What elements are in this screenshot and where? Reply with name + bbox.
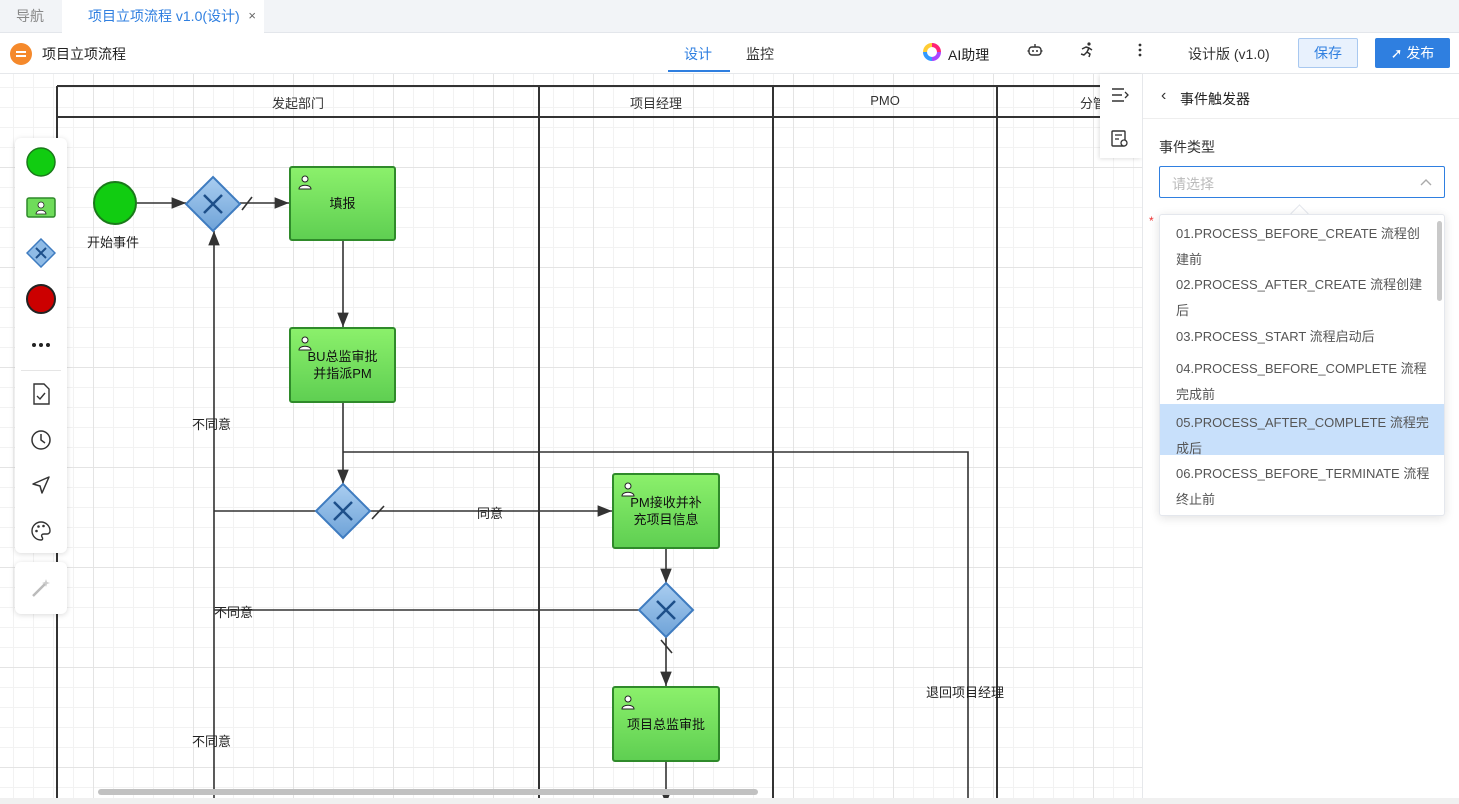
page-title: 项目立项流程 [42,46,126,62]
dropdown-option[interactable]: 03.PROCESS_START 流程启动后 [1176,329,1375,344]
send-icon: ➚ [1390,45,1407,61]
tab-label: 项目立项流程 v1.0(设计) [88,8,240,24]
palette-divider [21,370,61,371]
exclusive-gateway-1 [184,175,242,233]
task-label: 填报 [329,196,356,211]
run-icon[interactable] [1075,41,1099,65]
start-event-tool-icon[interactable] [25,146,57,178]
active-tab-indicator [668,70,730,72]
navigate-icon[interactable] [25,469,57,501]
task-pm-receive[interactable]: PM接收并补充项目信息 [612,473,720,549]
element-palette [15,138,67,553]
end-event-tool-icon[interactable] [25,283,57,315]
task-bu-approval[interactable]: BU总监审批并指派PM [289,327,396,403]
publish-button[interactable]: ➚ 发布 [1375,38,1450,68]
process-logo-icon [10,43,32,65]
flow-label: 同意 [477,506,504,521]
flow-label: 退回项目经理 [926,685,1005,700]
tab-nav[interactable]: 导航 [16,8,44,24]
start-event-label: 开始事件 [87,235,140,250]
event-type-label: 事件类型 [1159,139,1215,155]
more-tools-icon[interactable] [25,329,57,361]
task-label: 项目总监审批 [626,716,705,732]
required-mark: * [1149,214,1154,228]
settings-doc-icon[interactable] [1111,130,1129,151]
magic-wand-icon[interactable] [25,572,57,604]
dropdown-option[interactable]: 06.PROCESS_BEFORE_TERMINATE 流程终止前 [1176,466,1430,507]
side-toolbar [1100,74,1142,158]
diagram-canvas[interactable]: 发起部门 项目经理 PMO 分管 开始事件 填报 BU总监审批并指派PM PM接… [0,74,1142,804]
user-task-icon [621,695,635,710]
magic-tool-panel [15,562,67,614]
flow-label: 不同意 [214,605,254,620]
dropdown-option[interactable]: 01.PROCESS_BEFORE_CREATE 流程创建前 [1176,226,1420,267]
event-type-select[interactable]: 请选择 [1159,166,1445,198]
dropdown-option[interactable]: 04.PROCESS_BEFORE_COMPLETE 流程完成前 [1176,361,1427,402]
exclusive-gateway-3 [637,581,695,639]
tab-monitor[interactable]: 监控 [746,46,774,62]
start-event [93,181,137,225]
lane-label: PMO [870,93,900,108]
user-task-tool-icon[interactable] [25,192,57,224]
task-director-approval[interactable]: 项目总监审批 [612,686,720,762]
tab-process-design[interactable]: 项目立项流程 v1.0(设计) × [62,0,264,33]
dropdown-scrollbar[interactable] [1437,221,1442,301]
user-task-icon [298,336,312,351]
flow-label: 不同意 [192,417,232,432]
panel-title: 事件触发器 [1180,91,1250,107]
ai-assistant-icon[interactable] [923,43,941,61]
robot-icon[interactable] [1023,41,1047,65]
lane-label: 项目经理 [629,96,682,111]
user-task-icon [621,482,635,497]
task-label: BU总监审批并指派PM [307,349,378,381]
dropdown-option[interactable]: 02.PROCESS_AFTER_CREATE 流程创建后 [1176,277,1423,318]
bottom-border [0,798,1459,804]
palette-theme-icon[interactable] [25,515,57,547]
select-placeholder: 请选择 [1172,176,1214,192]
chevron-up-icon [1420,174,1432,189]
panel-divider [1143,118,1459,119]
tab-design[interactable]: 设计 [684,46,712,62]
lane-label: 分管 [1080,96,1107,111]
collapse-panel-icon[interactable] [1111,87,1129,106]
exclusive-gateway-2 [314,482,372,540]
validate-icon[interactable] [25,378,57,410]
task-fill[interactable]: 填报 [289,166,396,241]
sequence-flows [137,196,969,804]
more-vert-icon[interactable] [1128,41,1152,65]
ai-assistant-button[interactable]: AI助理 [948,47,990,63]
header-toolbar: 项目立项流程 设计 监控 AI助理 设计版 (v1.0) 保存 ➚ 发布 [0,33,1459,74]
user-task-icon [298,175,312,190]
lane-label: 发起部门 [271,96,324,111]
tab-bar: 导航 项目立项流程 v1.0(设计) × [0,0,1459,33]
close-icon[interactable]: × [248,8,256,23]
flow-label: 不同意 [192,734,232,749]
event-type-dropdown: 01.PROCESS_BEFORE_CREATE 流程创建前 02.PROCES… [1159,214,1445,516]
dropdown-option-selected[interactable]: 05.PROCESS_AFTER_COMPLETE 流程完成后 [1160,404,1444,456]
task-label: PM接收并补充项目信息 [630,495,702,527]
gateway-tool-icon[interactable] [25,237,57,269]
save-button[interactable]: 保存 [1298,38,1358,68]
horizontal-scrollbar[interactable] [98,789,758,795]
version-label: 设计版 (v1.0) [1188,46,1270,62]
clock-icon[interactable] [25,424,57,456]
back-chevron-icon[interactable]: ‹ [1161,87,1167,104]
publish-label: 发布 [1406,45,1435,61]
